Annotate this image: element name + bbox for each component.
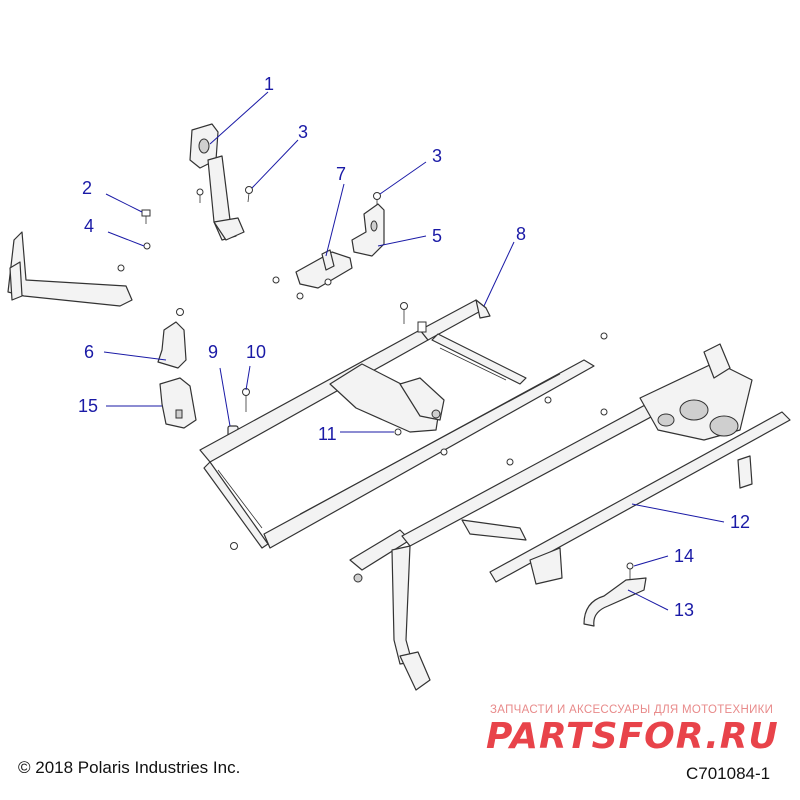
part-13-strap xyxy=(583,577,647,627)
callout-3b: 3 xyxy=(432,146,442,166)
part-8-slots xyxy=(217,347,561,529)
callout-5: 5 xyxy=(432,226,442,246)
part-2-bolt xyxy=(141,209,151,224)
leader-lines xyxy=(103,91,725,611)
watermark-tagline: ЗАПЧАСТИ И АКСЕССУАРЫ ДЛЯ МОТОТЕХНИКИ xyxy=(490,704,774,716)
callout-6: 6 xyxy=(84,342,94,362)
part-1-bracket xyxy=(189,123,245,241)
callout-12: 12 xyxy=(730,512,750,532)
part-7-bracket xyxy=(272,249,353,300)
callout-8: 8 xyxy=(516,224,526,244)
part-10-bolt xyxy=(242,388,250,412)
callout-15: 15 xyxy=(78,396,98,416)
callout-3a: 3 xyxy=(298,122,308,142)
part-3-bolt-a xyxy=(245,186,253,203)
part-15-bracket xyxy=(159,377,197,429)
part-6-bracket xyxy=(157,308,187,369)
left-crossmember xyxy=(7,231,133,307)
part-11-bolt xyxy=(394,428,402,436)
callout-13: 13 xyxy=(674,600,694,620)
callout-4: 4 xyxy=(84,216,94,236)
callout-11: 11 xyxy=(318,424,337,444)
callout-7: 7 xyxy=(336,164,346,184)
part-4-nut xyxy=(143,242,151,250)
callout-10: 10 xyxy=(246,342,266,362)
copyright-text: © 2018 Polaris Industries Inc. xyxy=(18,758,241,777)
callout-14: 14 xyxy=(674,546,694,566)
part-3-bolt-b xyxy=(373,192,381,206)
watermark-brand: PARTSFOR.RU xyxy=(486,716,779,757)
callout-labels: 1 2 3 3 4 5 6 7 8 9 10 11 12 13 14 15 xyxy=(78,74,750,620)
part-5-bracket xyxy=(351,203,385,257)
callout-1: 1 xyxy=(264,74,274,94)
part-8-subframe xyxy=(199,299,608,550)
callout-9: 9 xyxy=(208,342,218,362)
part-14-bolt xyxy=(626,562,634,580)
part-12-frame xyxy=(349,343,791,691)
callout-2: 2 xyxy=(82,178,92,198)
diagram-id: C701084-1 xyxy=(686,764,771,783)
